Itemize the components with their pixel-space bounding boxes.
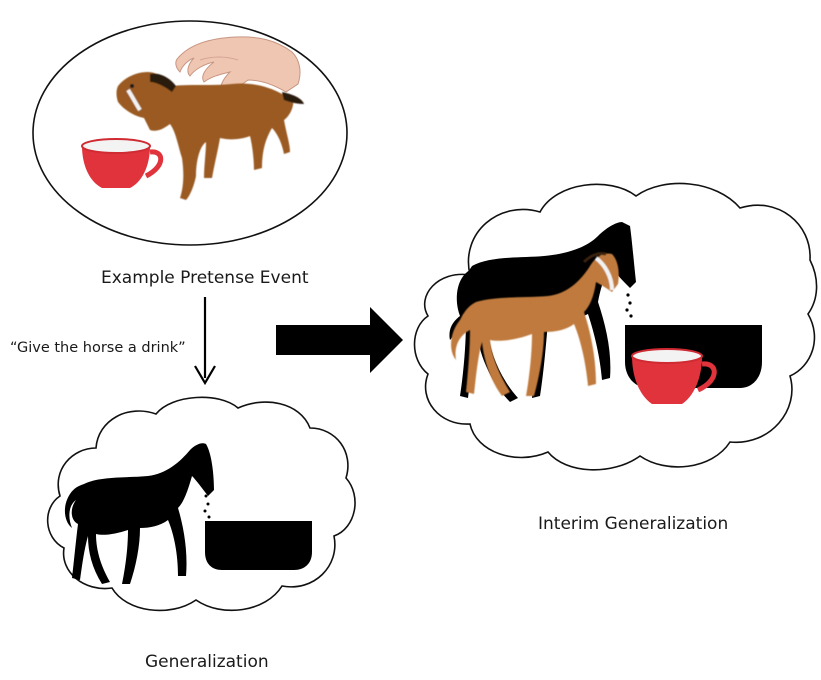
generalization-label: Generalization xyxy=(145,652,269,672)
right-arrow-icon xyxy=(276,307,403,373)
instruction-quote-label: “Give the horse a drink” xyxy=(10,340,186,356)
example-pretense-event-label: Example Pretense Event xyxy=(101,268,309,288)
down-arrow-icon xyxy=(195,297,215,383)
interim-generalization-label: Interim Generalization xyxy=(538,514,728,534)
black-bowl-icon xyxy=(205,521,312,570)
